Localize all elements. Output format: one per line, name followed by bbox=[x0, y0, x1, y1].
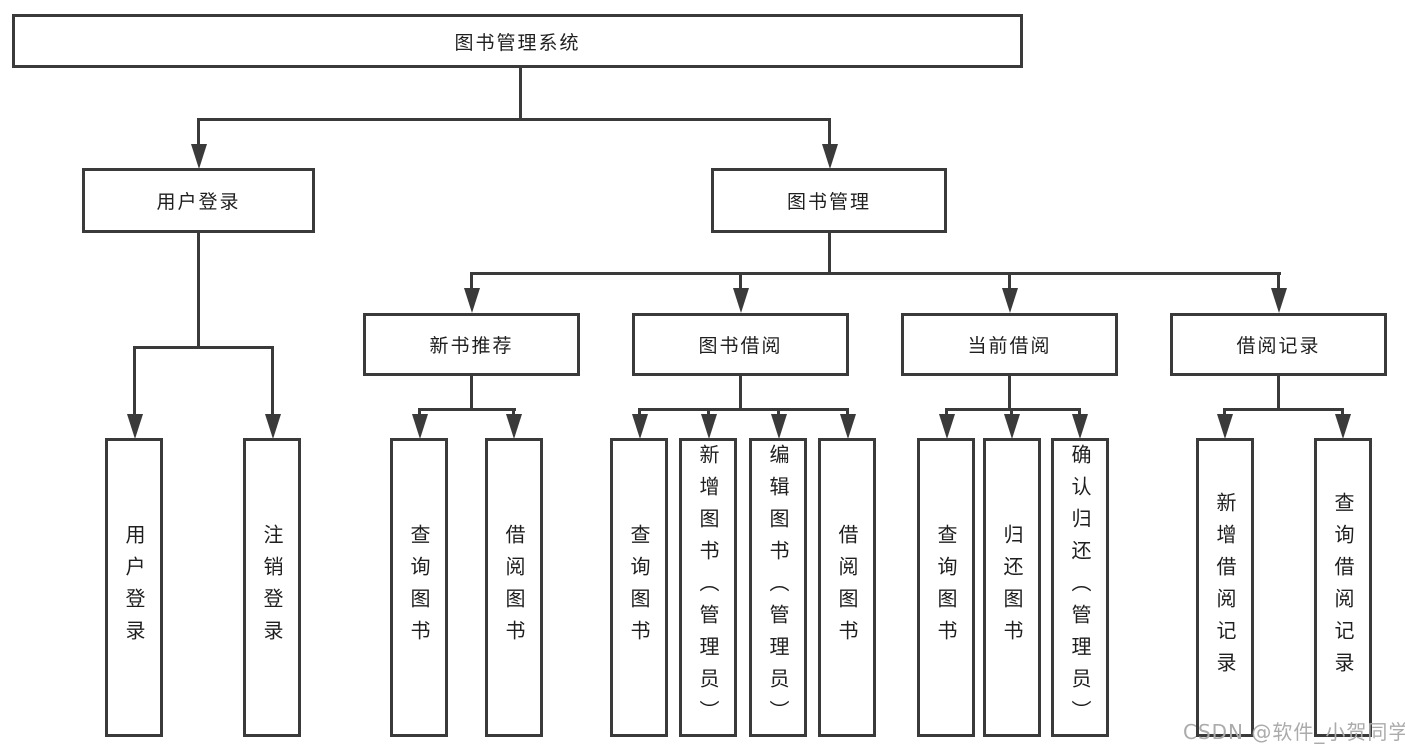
connector-bar bbox=[418, 408, 516, 411]
leaf-query-books-borrowing: 查询图书 bbox=[610, 438, 668, 737]
leaf-query-books-borrowing-label: 查询图书 bbox=[627, 523, 651, 652]
connector-stem bbox=[707, 408, 710, 416]
connector-stem bbox=[418, 408, 421, 416]
arrowhead-icon bbox=[1004, 414, 1020, 439]
connector-stem bbox=[1008, 272, 1011, 290]
arrowhead-icon bbox=[840, 414, 856, 439]
node-new-book-recommend: 新书推荐 bbox=[363, 313, 580, 376]
leaf-query-books-current-label: 查询图书 bbox=[934, 523, 958, 652]
arrowhead-icon bbox=[939, 414, 955, 439]
leaf-query-books-recommend-label: 查询图书 bbox=[407, 523, 431, 652]
node-user-login: 用户登录 bbox=[82, 168, 315, 233]
leaf-return-books-label: 归还图书 bbox=[1000, 523, 1024, 652]
leaf-user-login: 用户登录 bbox=[105, 438, 163, 737]
leaf-borrow-books: 借阅图书 bbox=[818, 438, 876, 737]
connector-stem bbox=[197, 118, 200, 146]
connector-stem bbox=[846, 408, 849, 416]
connector-bar bbox=[1225, 408, 1343, 411]
connector-stem bbox=[945, 408, 948, 416]
connector-bar bbox=[133, 346, 274, 349]
arrowhead-icon bbox=[265, 414, 281, 439]
arrowhead-icon bbox=[127, 414, 143, 439]
connector-stem bbox=[512, 408, 515, 416]
leaf-query-books-recommend: 查询图书 bbox=[390, 438, 448, 737]
node-current-borrowing-label: 当前借阅 bbox=[967, 335, 1052, 357]
connector-stem bbox=[638, 408, 641, 416]
node-borrowing-records-label: 借阅记录 bbox=[1236, 335, 1321, 357]
leaf-borrow-books-recommend-label: 借阅图书 bbox=[502, 523, 526, 652]
leaf-logout: 注销登录 bbox=[243, 438, 301, 737]
connector-stem bbox=[1078, 408, 1081, 416]
leaf-query-borrow-record-label: 查询借阅记录 bbox=[1331, 491, 1355, 684]
arrowhead-icon bbox=[506, 414, 522, 439]
leaf-logout-label: 注销登录 bbox=[260, 523, 284, 652]
connector-stem bbox=[1277, 272, 1280, 290]
leaf-borrow-books-recommend: 借阅图书 bbox=[485, 438, 543, 737]
arrowhead-icon bbox=[1002, 288, 1018, 313]
arrowhead-icon bbox=[191, 144, 207, 169]
connector-root-trunk bbox=[519, 67, 522, 120]
node-book-borrowing: 图书借阅 bbox=[632, 313, 849, 376]
leaf-add-borrow-record-label: 新增借阅记录 bbox=[1213, 491, 1237, 684]
leaf-confirm-return-admin-label: 确认归还（管理员） bbox=[1068, 443, 1092, 732]
arrowhead-icon bbox=[1271, 288, 1287, 313]
leaf-add-books-admin-label: 新增图书（管理员） bbox=[696, 443, 720, 732]
connector-stem bbox=[133, 346, 136, 416]
connector-bar bbox=[946, 408, 1080, 411]
node-book-management-label: 图书管理 bbox=[786, 191, 871, 213]
leaf-edit-books-admin: 编辑图书（管理员） bbox=[749, 438, 807, 737]
leaf-borrow-books-label: 借阅图书 bbox=[835, 523, 859, 652]
connector-trunk bbox=[197, 233, 200, 348]
arrowhead-icon bbox=[1335, 414, 1351, 439]
connector-stem bbox=[828, 118, 831, 146]
node-root-label: 图书管理系统 bbox=[454, 31, 581, 54]
arrowhead-icon bbox=[822, 144, 838, 169]
connector-stem bbox=[1223, 408, 1226, 416]
connector-trunk bbox=[1277, 376, 1280, 410]
connector-bar bbox=[638, 408, 849, 411]
connector-trunk bbox=[1008, 376, 1011, 410]
connector-trunk bbox=[739, 376, 742, 410]
arrowhead-icon bbox=[464, 288, 480, 313]
connector-stem bbox=[271, 346, 274, 416]
connector-stem bbox=[1341, 408, 1344, 416]
node-root: 图书管理系统 bbox=[12, 14, 1023, 68]
leaf-edit-books-admin-label: 编辑图书（管理员） bbox=[766, 443, 790, 732]
arrowhead-icon bbox=[1217, 414, 1233, 439]
node-book-borrowing-label: 图书借阅 bbox=[698, 335, 783, 357]
arrowhead-icon bbox=[412, 414, 428, 439]
leaf-user-login-label: 用户登录 bbox=[122, 523, 146, 652]
arrowhead-icon bbox=[733, 288, 749, 313]
leaf-query-borrow-record: 查询借阅记录 bbox=[1314, 438, 1372, 737]
watermark: CSDN @软件_小贺同学 bbox=[1183, 720, 1405, 744]
connector-bar bbox=[470, 272, 1281, 275]
node-current-borrowing: 当前借阅 bbox=[901, 313, 1118, 376]
node-user-login-label: 用户登录 bbox=[156, 191, 241, 213]
arrowhead-icon bbox=[771, 414, 787, 439]
connector-root-bar bbox=[197, 118, 831, 121]
leaf-query-books-current: 查询图书 bbox=[917, 438, 975, 737]
node-new-book-recommend-label: 新书推荐 bbox=[429, 335, 514, 357]
connector-stem bbox=[470, 272, 473, 290]
arrowhead-icon bbox=[632, 414, 648, 439]
connector-stem bbox=[1010, 408, 1013, 416]
node-borrowing-records: 借阅记录 bbox=[1170, 313, 1387, 376]
connector-trunk bbox=[828, 233, 831, 274]
leaf-return-books: 归还图书 bbox=[983, 438, 1041, 737]
leaf-add-books-admin: 新增图书（管理员） bbox=[679, 438, 737, 737]
connector-trunk bbox=[470, 376, 473, 410]
leaf-confirm-return-admin: 确认归还（管理员） bbox=[1051, 438, 1109, 737]
connector-stem bbox=[739, 272, 742, 290]
node-book-management: 图书管理 bbox=[711, 168, 947, 233]
arrowhead-icon bbox=[1072, 414, 1088, 439]
arrowhead-icon bbox=[701, 414, 717, 439]
connector-stem bbox=[777, 408, 780, 416]
leaf-add-borrow-record: 新增借阅记录 bbox=[1196, 438, 1254, 737]
